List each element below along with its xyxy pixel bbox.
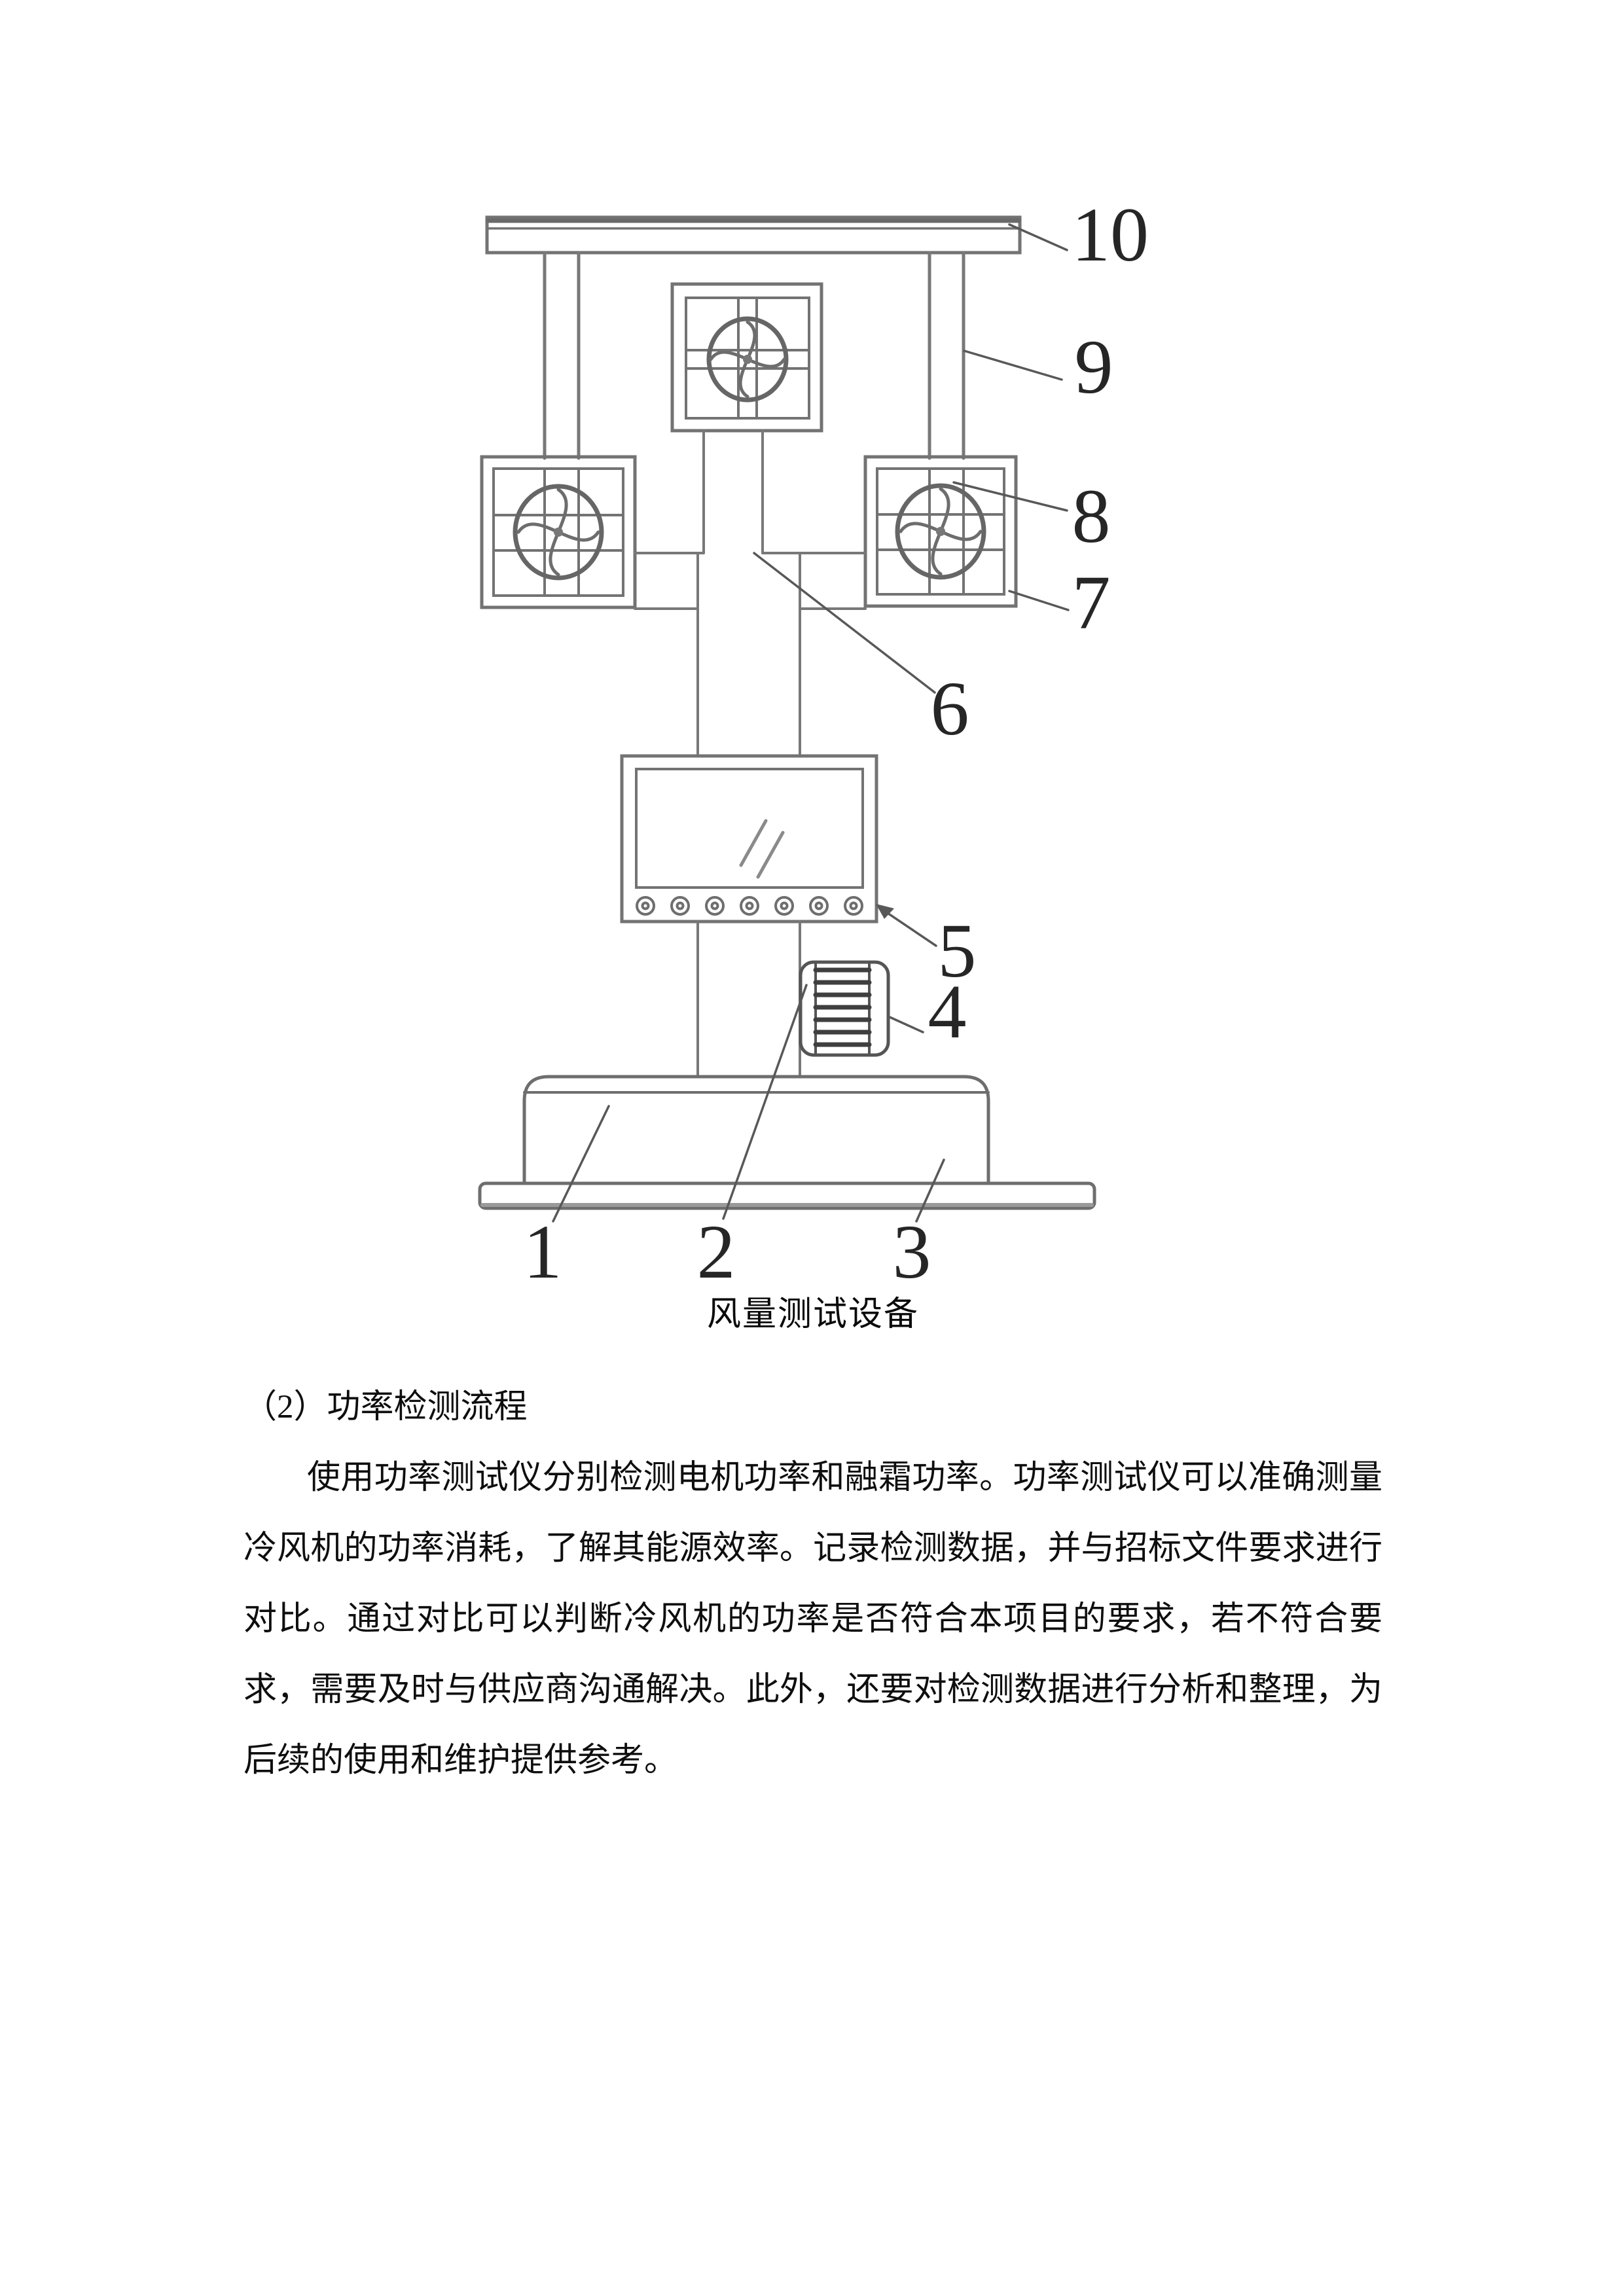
hanger-rods	[543, 251, 965, 460]
figure-label-9: 9	[1075, 324, 1113, 410]
connecting-duct	[634, 429, 867, 610]
paragraph-line-1: 使用功率测试仪分别检测电机功率和融霜功率。功率测试仪可以准确测量	[307, 1460, 1382, 1496]
fan-blade-ring	[895, 483, 986, 580]
fan-unit-center	[670, 282, 823, 433]
section-heading: （2）功率检测流程	[244, 1389, 528, 1426]
leader-7	[1008, 590, 1070, 611]
figure-label-4: 4	[928, 969, 967, 1054]
fan-unit-right	[863, 455, 1018, 608]
screen-glare	[739, 819, 768, 867]
figure-label-3: 3	[893, 1209, 931, 1295]
leader-3	[915, 1158, 945, 1223]
fan-blade-ring	[706, 316, 789, 403]
motor	[799, 960, 890, 1057]
support-column-lower	[696, 920, 801, 1078]
base-housing	[522, 1075, 990, 1185]
leader-1	[552, 1105, 610, 1223]
leader-10	[1008, 223, 1068, 251]
figure-labels: 10 9 8 7 6 5 4 3 2 1	[524, 192, 1149, 1295]
button-row	[636, 896, 863, 916]
paragraph-line-5: 后续的使用和维护提供参考。	[244, 1742, 678, 1779]
leader-5	[882, 909, 937, 947]
leader-9	[963, 350, 1063, 381]
bottom-plate	[478, 1181, 1096, 1210]
leader-2	[722, 984, 808, 1220]
leader-6	[753, 552, 936, 694]
paragraph-line-3: 对比。通过对比可以判断冷风机的功率是否符合本项目的要求，若不符合要	[244, 1601, 1382, 1638]
figure-label-10: 10	[1072, 192, 1149, 278]
fan-unit-left	[480, 455, 637, 609]
leader-5-arrowhead	[876, 904, 894, 919]
figure-label-7: 7	[1072, 560, 1111, 645]
figure-label-8: 8	[1072, 473, 1111, 559]
monitor-panel	[620, 754, 878, 924]
paragraph-line-2: 冷风机的功率消耗，了解其能源效率。记录检测数据，并与招标文件要求进行	[244, 1530, 1382, 1567]
fan-blade-ring	[513, 484, 604, 581]
leader-lines	[552, 223, 1070, 1223]
paragraph-line-4: 求，需要及时与供应商沟通解决。此外，还要对检测数据进行分析和整理，为	[244, 1672, 1382, 1708]
figure-label-6: 6	[931, 666, 969, 751]
body-text: （2）功率检测流程 使用功率测试仪分别检测电机功率和融霜功率。功率测试仪可以准确…	[244, 1372, 1382, 1796]
leader-8	[952, 481, 1068, 512]
motor-stripes	[813, 967, 872, 1047]
figure-label-5: 5	[938, 908, 977, 994]
figure-label-1: 1	[524, 1209, 562, 1295]
figure-air-volume-tester: 10 9 8 7 6 5 4 3 2 1	[478, 192, 1149, 1295]
figure-caption: 风量测试设备	[706, 1296, 919, 1333]
top-fixing-bar	[485, 215, 1022, 255]
figure-label-2: 2	[697, 1209, 736, 1295]
support-column-upper	[696, 552, 801, 757]
screen-glare	[756, 831, 785, 879]
leader-4	[887, 1015, 924, 1033]
